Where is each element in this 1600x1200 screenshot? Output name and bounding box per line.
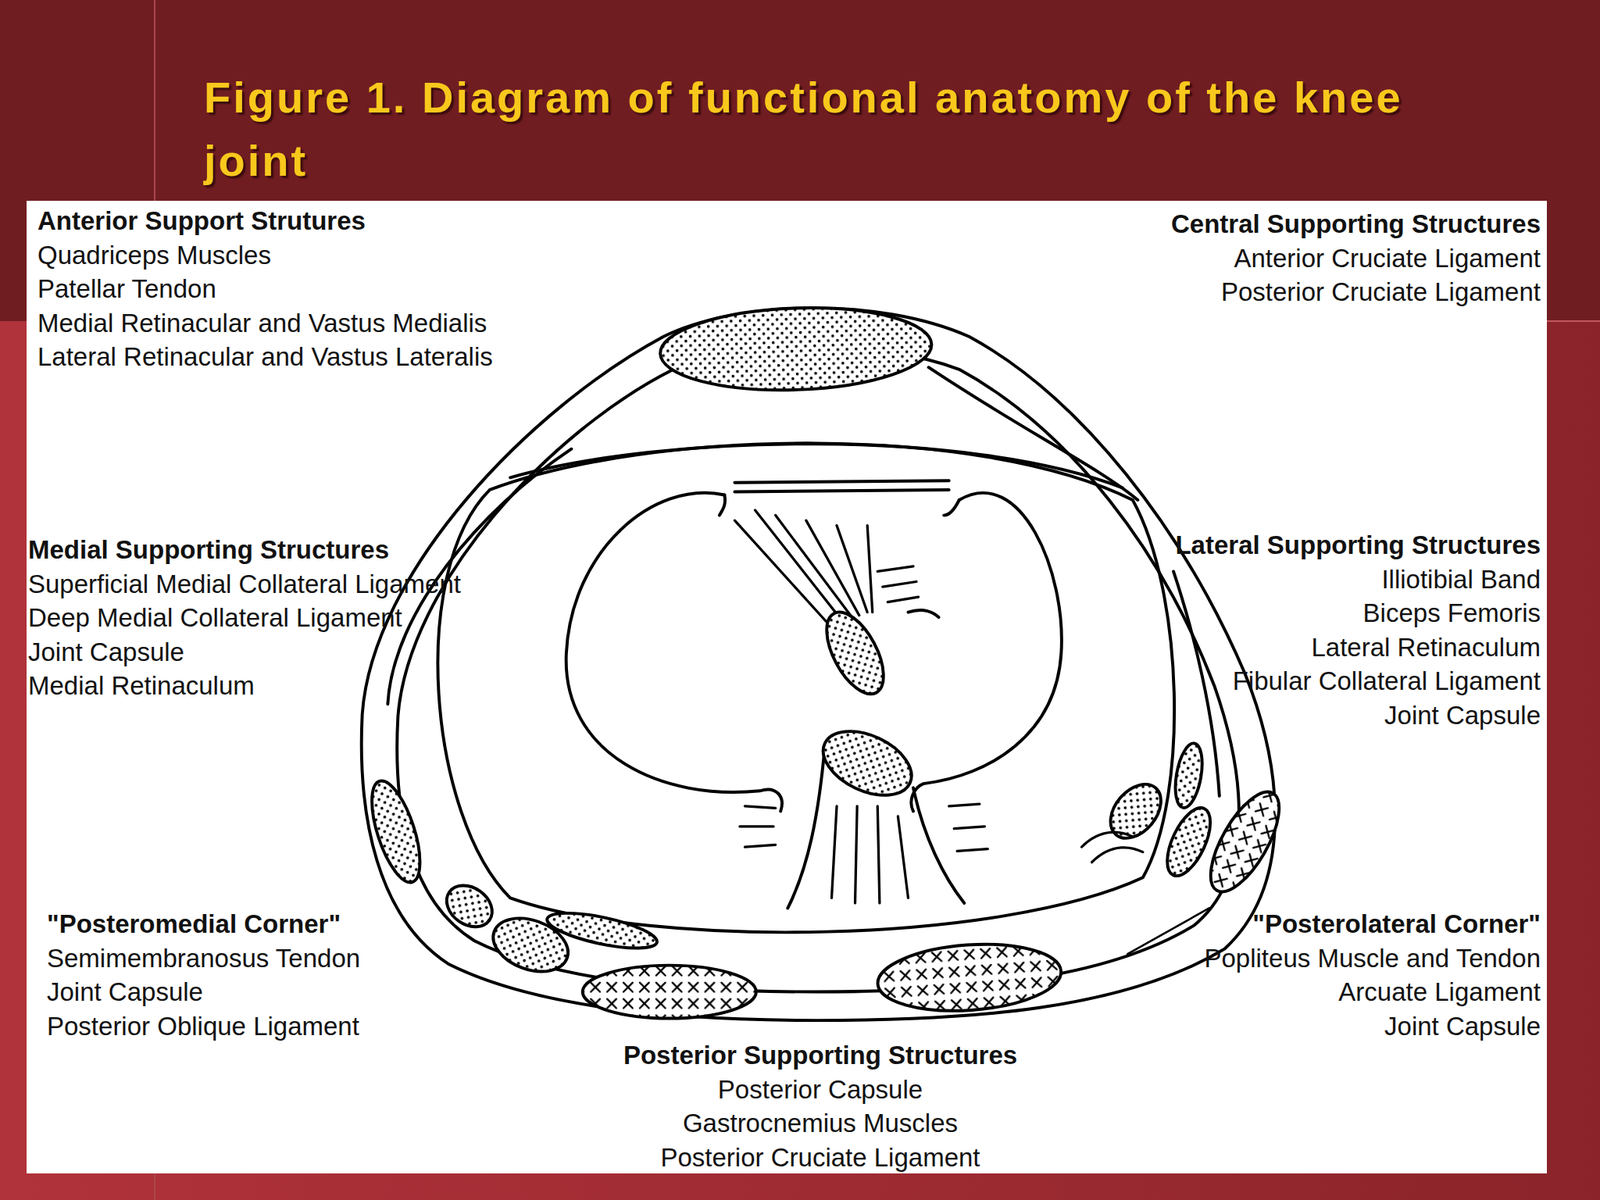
structure-label: Quadriceps Muscles (37, 238, 272, 273)
structure-label: Posterior Oblique Ligament (46, 1009, 360, 1044)
structure-label: Anterior Cruciate Ligament (1233, 241, 1541, 276)
slide-title: Figure 1. Diagram of functional anatomy … (203, 65, 1423, 193)
structure-label: Lateral Retinacular and Vastus Lateralis (37, 339, 493, 375)
structure-label: Deep Medial Collateral Ligament (28, 600, 403, 636)
structure-label: Joint Capsule (46, 975, 204, 1010)
group-heading: Medial Supporting Structures (28, 532, 390, 568)
structure-label: Gastrocnemius Muscles (682, 1106, 958, 1141)
structure-label: Biceps Femoris (1363, 596, 1541, 631)
structure-label: Arcuate Ligament (1338, 975, 1541, 1010)
structure-label: Joint Capsule (28, 635, 185, 670)
structure-label: Joint Capsule (1384, 698, 1541, 733)
structure-label: Popliteus Muscle and Tendon (1203, 941, 1541, 976)
structure-label: Fibular Collateral Ligament (1232, 664, 1541, 699)
group-heading: Anterior Support Strutures (37, 203, 366, 239)
group-heading: Lateral Supporting Structures (1175, 528, 1541, 563)
group-heading: "Posteromedial Corner" (46, 907, 341, 942)
structure-label: Posterior Cruciate Ligament (660, 1140, 980, 1175)
structure-label: Semimembranosus Tendon (46, 941, 361, 976)
structure-label: Superficial Medial Collateral Ligament (28, 567, 461, 602)
structure-label: Medial Retinacular and Vastus Medialis (37, 306, 487, 341)
structure-label: Posterior Cruciate Ligament (1221, 275, 1541, 310)
group-heading: "Posterolateral Corner" (1252, 907, 1541, 942)
structure-label: Patellar Tendon (37, 271, 217, 307)
structure-label: Lateral Retinaculum (1311, 630, 1542, 665)
structure-label: Posterior Capsule (717, 1072, 923, 1108)
structure-label: Joint Capsule (1384, 1009, 1541, 1044)
group-heading: Central Supporting Structures (1171, 207, 1541, 242)
structure-label: Medial Retinaculum (28, 668, 255, 704)
structure-label: Illiotibial Band (1381, 562, 1541, 597)
group-heading: Posterior Supporting Structures (623, 1038, 1018, 1073)
